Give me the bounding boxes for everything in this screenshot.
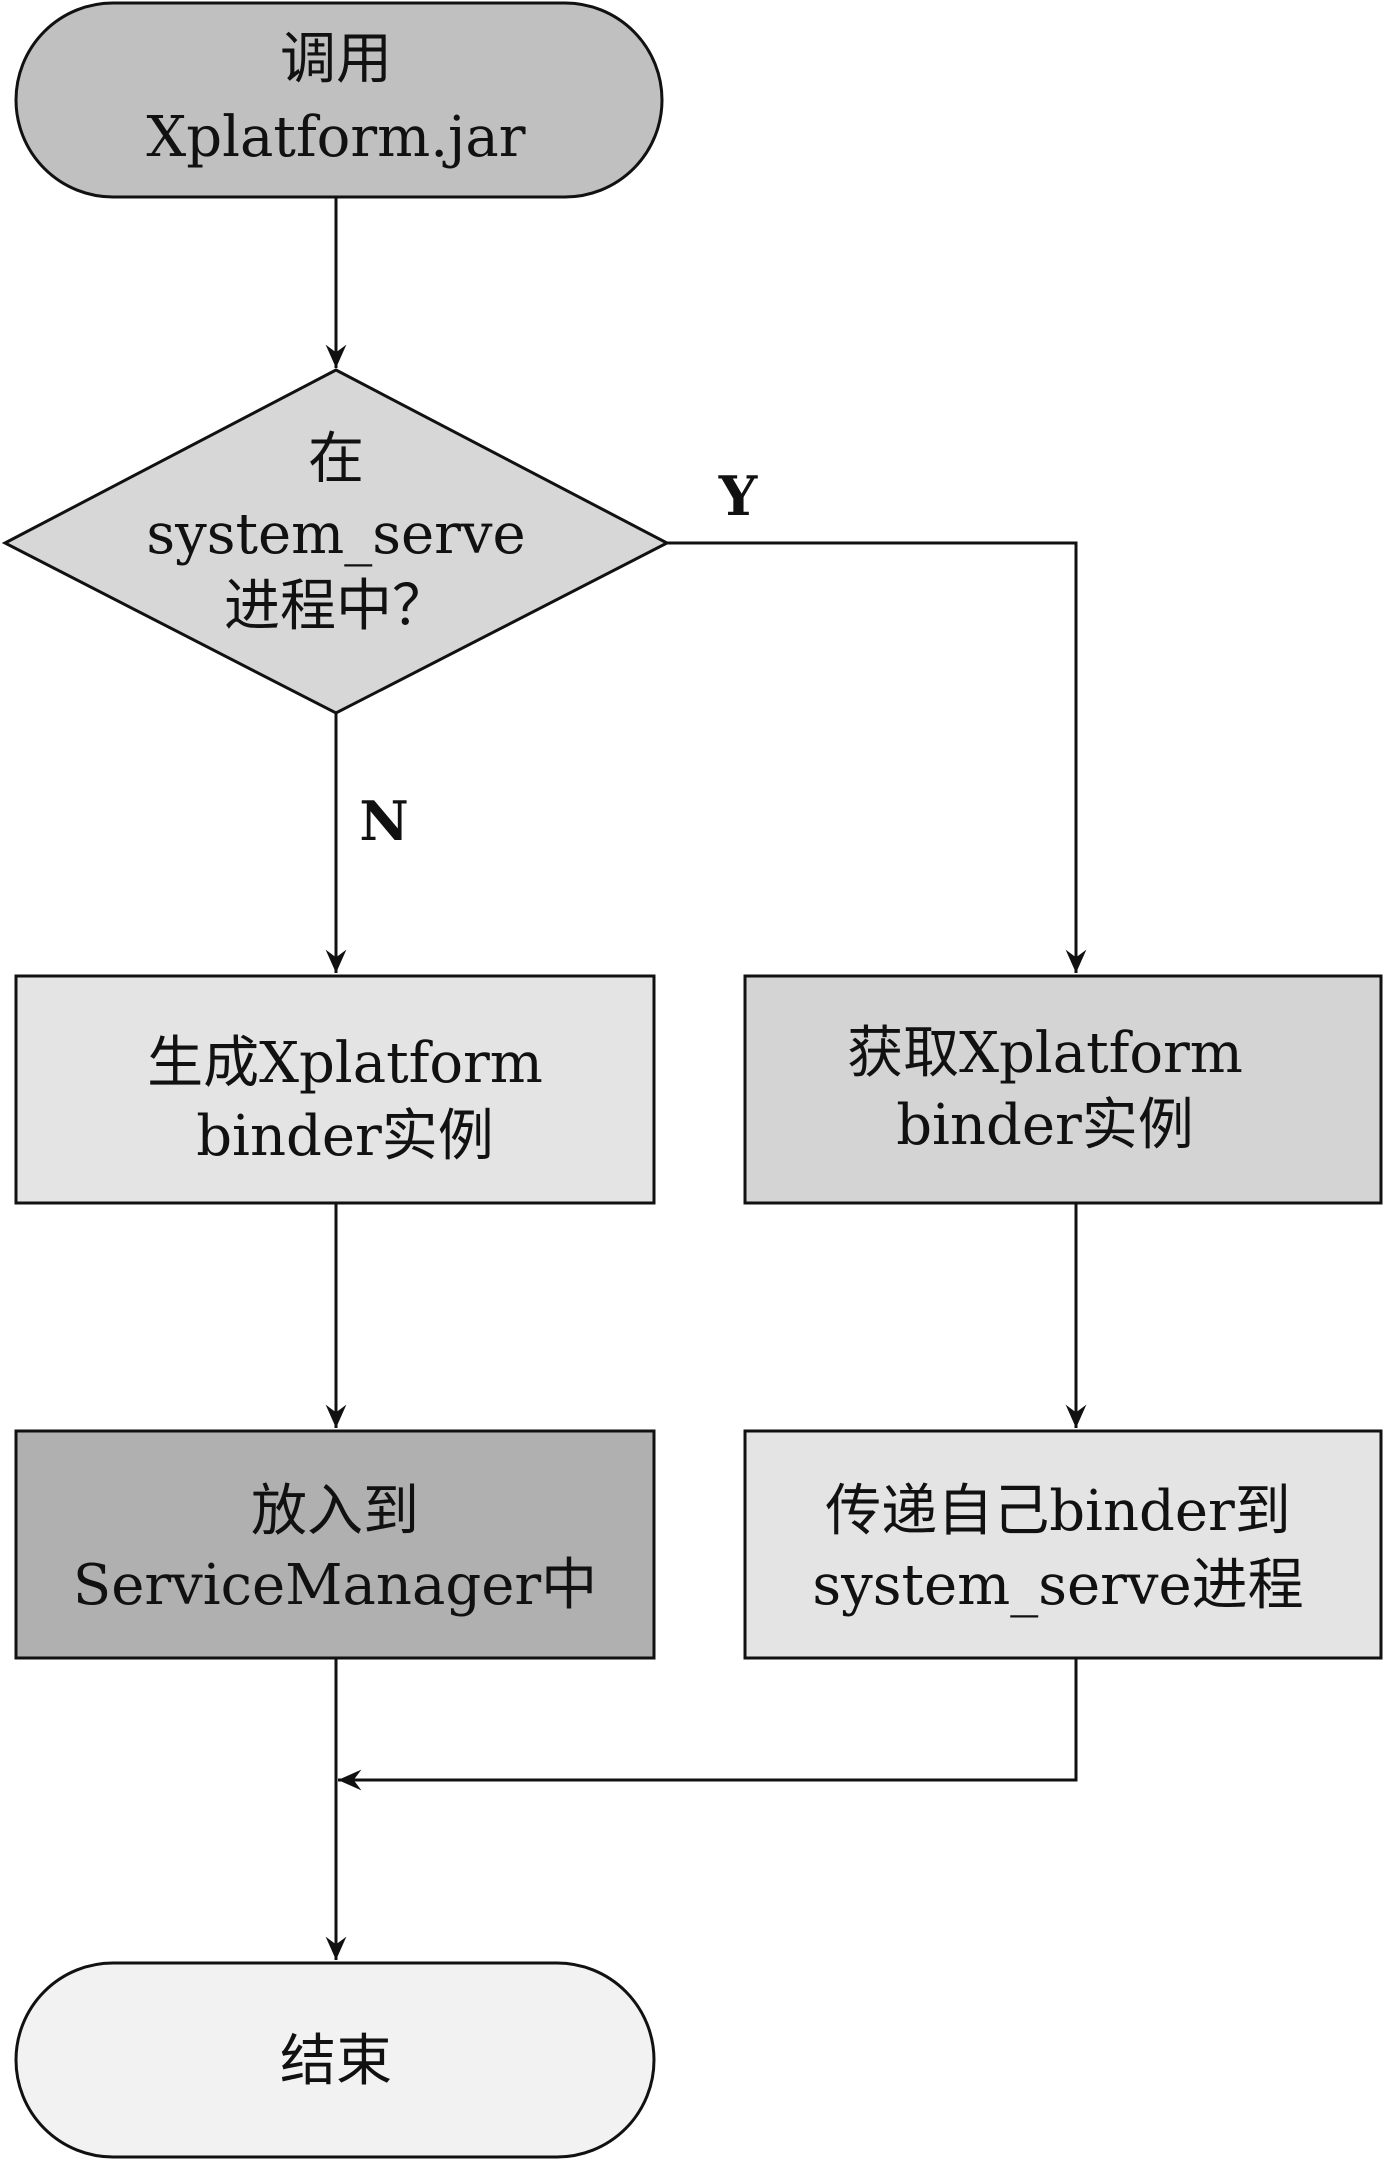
put-service-manager-node: 放入到 ServiceManager中: [14, 1429, 656, 1660]
decision-line-3: 进程中？: [224, 574, 448, 639]
start-node-line-1: 调用: [280, 27, 392, 92]
get-binder-node: 获取Xplatform binder实例: [743, 974, 1383, 1205]
get-binder-line-1: 获取Xplatform: [847, 1021, 1243, 1086]
end-node: 结束: [14, 1961, 656, 2159]
put-service-manager-box: [14, 1429, 656, 1660]
generate-binder-box: [14, 974, 656, 1205]
yes-label: Y: [718, 464, 759, 528]
put-service-manager-line-2: ServiceManager中: [73, 1553, 597, 1618]
generate-binder-node: 生成Xplatform binder实例: [14, 974, 656, 1205]
put-service-manager-line-1: 放入到: [251, 1479, 419, 1544]
start-terminal-shape: [14, 1, 664, 199]
get-binder-box: [743, 974, 1383, 1205]
no-label: N: [359, 789, 408, 853]
start-node: 调用 Xplatform.jar: [14, 1, 664, 199]
decision-diamond-shape: [1, 368, 671, 715]
decision-line-2: system_serve: [146, 502, 525, 567]
start-node-line-2: Xplatform.jar: [146, 105, 525, 170]
connectors: [325, 197, 1087, 1960]
pass-binder-node: 传递自己binder到 system_serve进程: [743, 1429, 1383, 1660]
pass-binder-line-1: 传递自己binder到: [825, 1479, 1291, 1544]
decision-node: 在 system_serve 进程中？: [1, 368, 671, 715]
generate-binder-line-1: 生成Xplatform: [147, 1031, 543, 1096]
get-binder-line-2: binder实例: [896, 1093, 1194, 1158]
decision-line-1: 在: [308, 427, 364, 492]
pass-binder-line-2: system_serve进程: [812, 1553, 1303, 1618]
pass-binder-box: [743, 1429, 1383, 1660]
arrow-decision-to-get: [667, 541, 1087, 973]
end-node-label: 结束: [280, 2029, 392, 2094]
generate-binder-line-2: binder实例: [196, 1104, 494, 1169]
arrow-pass-to-merge: [338, 1658, 1078, 1791]
end-terminal-shape: [14, 1961, 656, 2159]
